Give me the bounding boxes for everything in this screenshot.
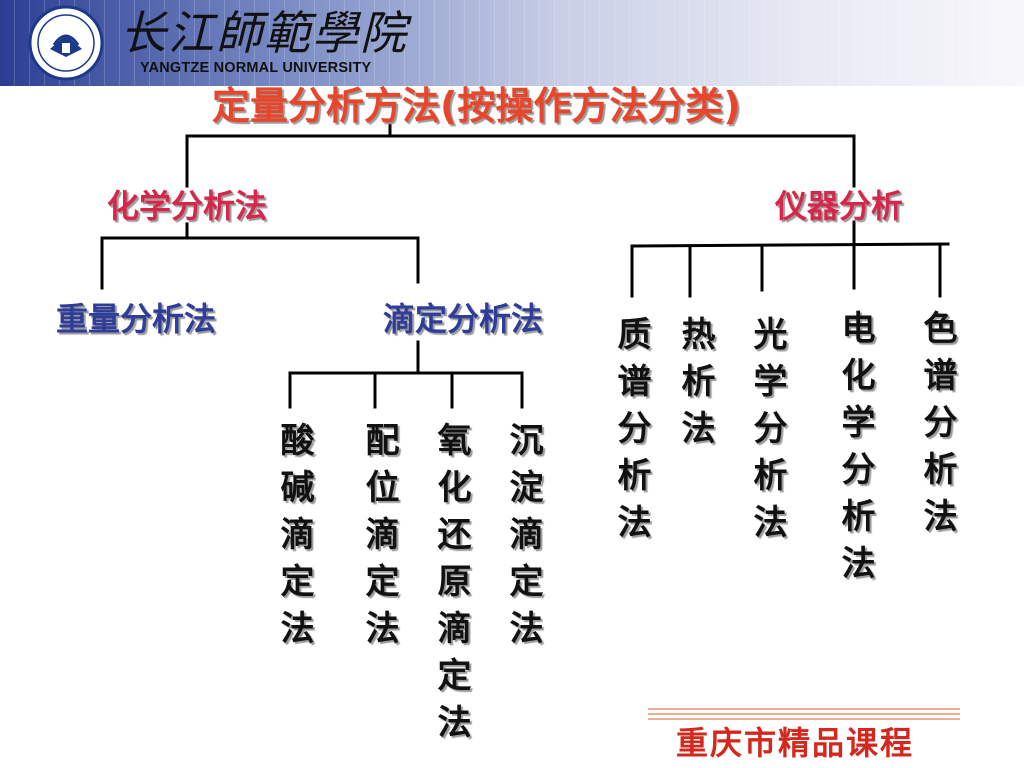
method-electrochemical-analysis: 电化学分析法 xyxy=(835,310,875,592)
university-logo-icon xyxy=(28,5,104,81)
node-titration-analysis: 滴定分析法 xyxy=(383,300,544,338)
university-name-cn: 长江師範學院 xyxy=(120,6,408,60)
method-complexometric-titration: 配位滴定法 xyxy=(359,422,399,657)
method-acid-base-titration: 酸碱滴定法 xyxy=(274,422,314,657)
header-banner: 长江師範學院 YANGTZE NORMAL UNIVERSITY xyxy=(0,0,1024,86)
university-name-en: YANGTZE NORMAL UNIVERSITY xyxy=(140,60,372,76)
method-mass-spectrometry: 质谱分析法 xyxy=(611,316,651,551)
branch-instrumental-analysis: 仪器分析 xyxy=(775,187,904,225)
branch-chemical-analysis: 化学分析法 xyxy=(107,187,268,225)
method-optical-analysis: 光学分析法 xyxy=(747,316,787,551)
diagram-title: 定量分析方法(按操作方法分类) xyxy=(212,84,741,128)
header-stripes xyxy=(0,0,1024,86)
footer-course-label: 重庆市精品课程 xyxy=(676,724,915,762)
method-chromatography: 色谱分析法 xyxy=(917,310,957,545)
node-gravimetric-analysis: 重量分析法 xyxy=(56,300,217,338)
method-redox-titration: 氧化还原滴定法 xyxy=(431,422,471,751)
method-thermal-analysis: 热析法 xyxy=(675,316,715,457)
footer-decorative-lines xyxy=(648,708,960,720)
method-precipitation-titration: 沉淀滴定法 xyxy=(503,422,543,657)
